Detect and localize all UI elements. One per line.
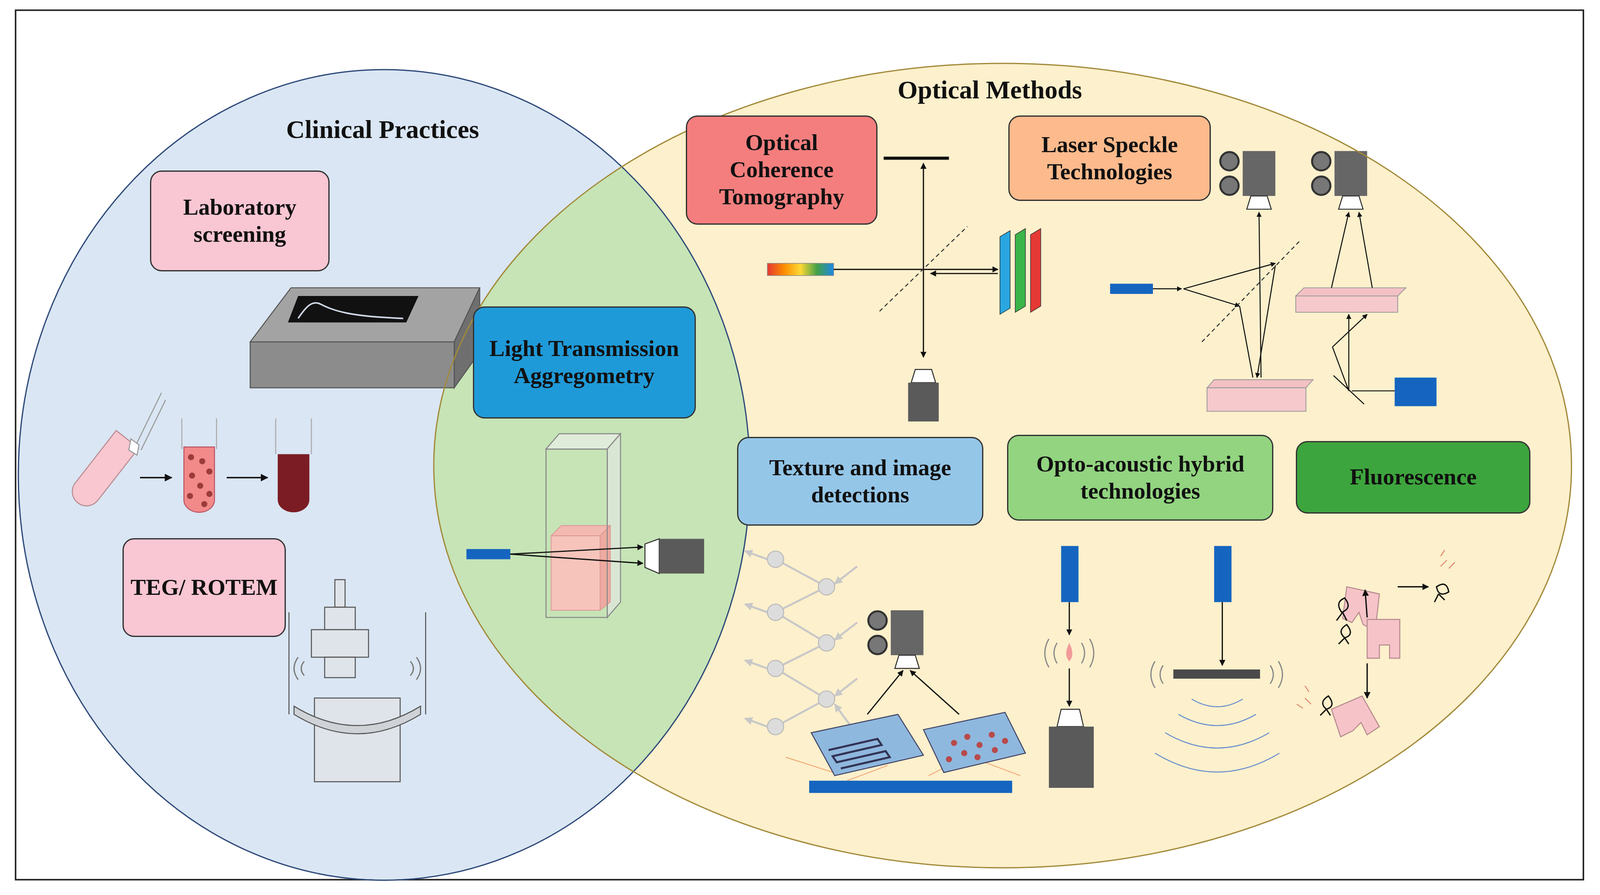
network-arrow <box>745 717 768 727</box>
region-title: Optical Methods <box>897 74 1083 105</box>
network-arrow <box>745 603 768 613</box>
method-label: Light Transmission Aggregometry <box>480 335 688 390</box>
method-label: Laboratory screening <box>157 193 322 248</box>
network-arrow <box>745 660 768 669</box>
network-arrow <box>775 668 827 699</box>
clinical-region: Clinical PracticesLaboratory screeningTE… <box>18 69 750 880</box>
network-arrow <box>834 622 858 640</box>
network-arrow <box>834 678 858 696</box>
method-box: Light Transmission Aggregometry <box>472 306 696 419</box>
region-title: Clinical Practices <box>286 114 480 145</box>
method-box: Texture and image detections <box>737 436 984 526</box>
method-label: Fluorescence <box>1350 463 1477 491</box>
method-label: Optical Coherence Tomography <box>693 129 870 211</box>
method-box: TEG/ ROTEM <box>122 537 286 638</box>
method-box: Fluorescence <box>1295 440 1531 514</box>
method-label: TEG/ ROTEM <box>130 573 278 601</box>
method-label: Opto-acoustic hybrid technologies <box>1015 450 1266 505</box>
method-label: Laser Speckle Technologies <box>1016 131 1203 186</box>
network-arrow <box>745 550 768 560</box>
network-arrow <box>775 612 827 643</box>
network-arrow <box>775 698 827 727</box>
method-box: Optical Coherence Tomography <box>685 115 878 225</box>
method-label: Texture and image detections <box>745 454 976 509</box>
method-box: Laser Speckle Technologies <box>1008 115 1211 202</box>
network-arrow <box>834 566 858 584</box>
optical-region: Optical MethodsOptical Coherence Tomogra… <box>433 63 1572 868</box>
method-box: Opto-acoustic hybrid technologies <box>1007 434 1274 521</box>
network-arrow <box>775 559 827 587</box>
method-box: Laboratory screening <box>150 170 330 272</box>
region-outline <box>18 69 750 880</box>
